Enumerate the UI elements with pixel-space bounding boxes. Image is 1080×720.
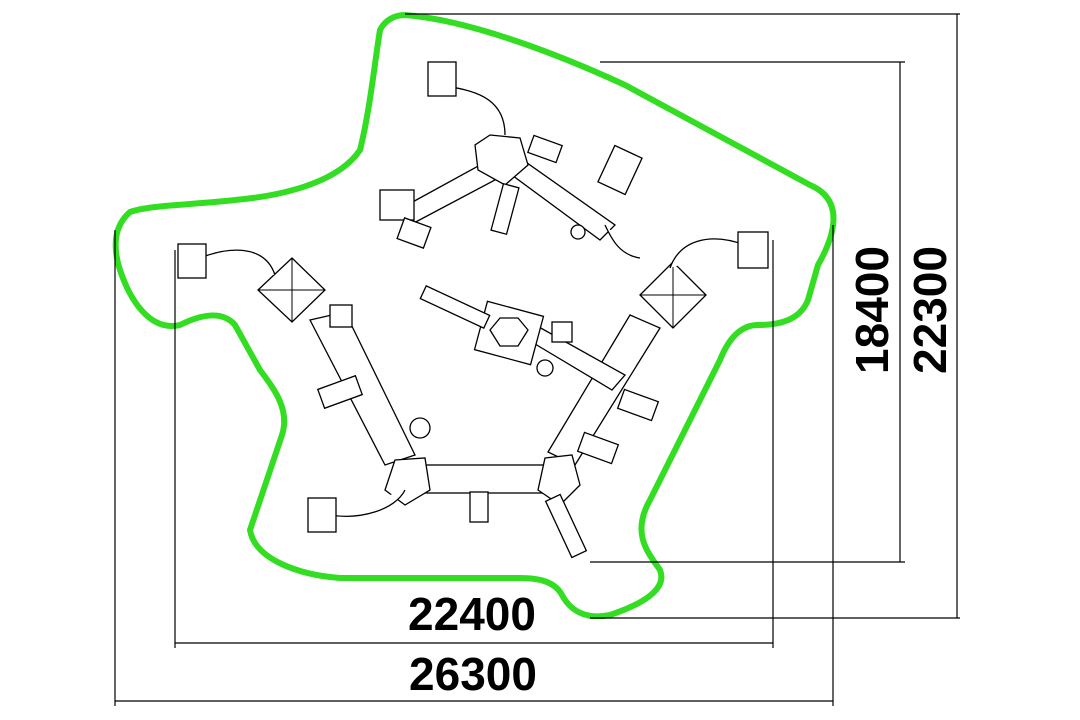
steering-wheel-top <box>570 224 586 240</box>
spiral-climber-left <box>409 417 431 439</box>
panel-center <box>551 321 573 343</box>
slide-right-small <box>604 224 641 259</box>
dim-label-outer-height: 22300 <box>904 246 956 374</box>
ladder-top-mid <box>526 134 564 164</box>
slide-bottom-right-straight <box>544 493 588 559</box>
walkway-bottom <box>419 464 551 494</box>
slide-center-straight <box>419 285 491 329</box>
dim-label-inner-height: 18400 <box>846 246 898 374</box>
slide-left-exit <box>177 243 207 279</box>
panel-left <box>329 304 353 328</box>
center-module-roof <box>489 317 529 347</box>
climber-top-left <box>379 189 415 221</box>
dim-label-outer-width: 26300 <box>409 648 537 700</box>
hub-bottom-right <box>537 454 581 506</box>
slide-right <box>669 238 746 269</box>
slide-left <box>194 249 276 276</box>
ladders <box>316 134 660 523</box>
ladder-top-left <box>396 217 432 249</box>
slide-bottom-left <box>329 489 406 517</box>
steering-wheel-center <box>536 359 554 377</box>
straight-slides <box>419 182 588 559</box>
slide-bottom-left-exit <box>307 497 337 533</box>
slide-right-exit <box>737 231 769 269</box>
extension-lines <box>114 13 960 706</box>
playground-structure <box>177 61 769 559</box>
ladder-right-lower <box>576 431 620 465</box>
center-module <box>473 300 545 366</box>
tower-right <box>639 261 707 329</box>
dim-label-inner-width: 22400 <box>408 588 536 640</box>
slide-top-straight <box>490 182 520 236</box>
ladder-top-right <box>597 144 643 196</box>
tube-walkways <box>309 157 661 494</box>
tower-left <box>257 257 326 323</box>
ladder-left <box>316 374 364 410</box>
slides <box>177 61 769 533</box>
safety-zone-outline <box>112 12 837 620</box>
slide-top-exit <box>427 61 457 97</box>
ladder-bottom <box>469 491 489 523</box>
ladder-right <box>616 388 660 422</box>
hubs <box>384 134 581 506</box>
